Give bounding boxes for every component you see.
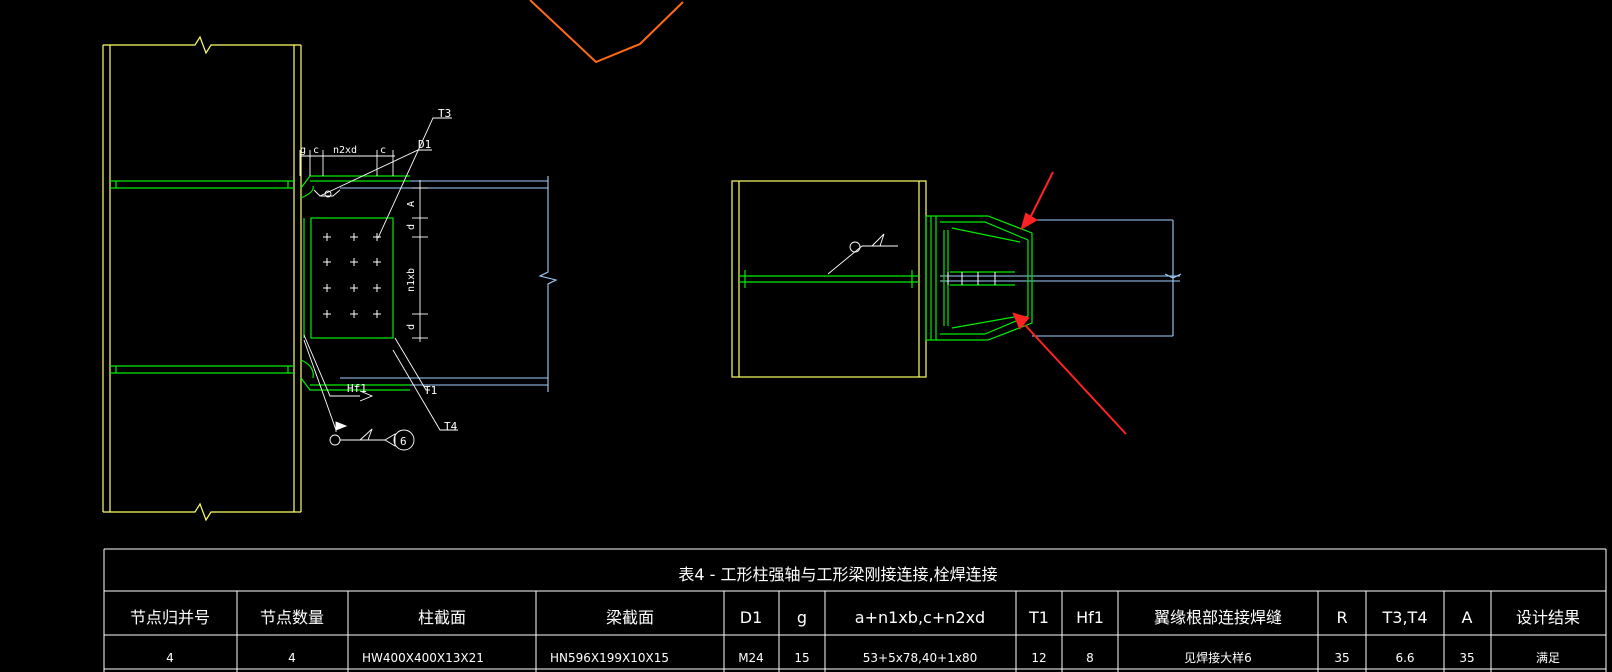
header-cell: g [797, 608, 807, 627]
table-cell: 4 [166, 651, 174, 665]
label-t3: T3 [438, 107, 451, 120]
dimension-lines [299, 117, 458, 451]
label-n2xd: n2xd [333, 145, 357, 156]
table-header-row: 节点归并号 节点数量 柱截面 梁截面 D1 g a+n1xb,c+n2xd T1… [130, 608, 1580, 627]
table-row: 4 4 HW400X400X13X21 HN596X199X10X15 M24 … [166, 650, 1560, 665]
plan-bolts [947, 272, 996, 285]
header-cell: 节点数量 [260, 608, 324, 627]
label-t1: T1 [424, 384, 437, 397]
column-outline [102, 35, 302, 522]
label-d1: D1 [418, 138, 431, 151]
header-cell: Hf1 [1076, 608, 1104, 627]
plan-beam [940, 219, 1182, 337]
table-title: 表4 - 工形柱强轴与工形梁刚接连接,栓焊连接 [678, 565, 997, 584]
left-elevation-view: T3 D1 g c n2xd c A d n1xb d Hf1 T1 T4 6 [102, 35, 558, 522]
label-t4: T4 [444, 420, 458, 433]
label-c-left: c [313, 145, 319, 156]
table-cell: HN596X199X10X15 [550, 651, 669, 665]
label-hf1: Hf1 [347, 382, 367, 395]
header-cell: A [1462, 608, 1473, 627]
orange-polyline [529, 0, 684, 64]
plan-connection-plates [925, 215, 1033, 341]
label-weld-ref: 6 [400, 435, 407, 448]
header-cell: 翼缘根部连接焊缝 [1154, 608, 1282, 627]
plan-column-web [739, 270, 919, 288]
beam-outline [340, 176, 558, 392]
small-weld-symbol-top [313, 189, 341, 198]
table-cell: 12 [1031, 651, 1046, 665]
header-cell: T3,T4 [1382, 608, 1428, 627]
plan-column-outline [731, 180, 927, 378]
highlight-arrows [1012, 171, 1127, 435]
header-cell: 梁截面 [606, 608, 654, 627]
right-plan-view [731, 171, 1182, 435]
table-cell: 见焊接大样6 [1184, 650, 1252, 665]
table-cell: 4 [288, 651, 296, 665]
header-cell: T1 [1028, 608, 1049, 627]
column-stiffeners [110, 180, 294, 374]
label-d-bottom: d [406, 324, 417, 330]
header-cell: R [1336, 608, 1347, 627]
header-cell: D1 [740, 608, 763, 627]
label-d-top: d [406, 224, 417, 230]
connection-plates [300, 175, 410, 391]
result-table: 表4 - 工形柱强轴与工形梁刚接连接,栓焊连接 节点归并号 节点数量 柱截面 梁… [103, 548, 1607, 672]
header-cell: 设计结果 [1516, 608, 1580, 627]
header-cell: a+n1xb,c+n2xd [855, 608, 985, 627]
label-a-dim: A [406, 201, 417, 207]
table-cell: 15 [794, 651, 809, 665]
table-cell: 35 [1334, 651, 1349, 665]
table-cell: 35 [1459, 651, 1474, 665]
bolt-group [323, 233, 381, 318]
label-n1xb: n1xb [406, 268, 417, 292]
table-cell: HW400X400X13X21 [362, 651, 484, 665]
table-cell: 6.6 [1395, 651, 1414, 665]
label-g: g [300, 145, 306, 156]
table-cell: M24 [738, 651, 764, 665]
header-cell: 节点归并号 [130, 608, 210, 627]
table-cell: 53+5x78,40+1x80 [863, 651, 977, 665]
table-cell: 满足 [1536, 651, 1560, 665]
table-cell: 8 [1086, 651, 1094, 665]
plan-weld-symbol [827, 233, 898, 275]
header-cell: 柱截面 [418, 608, 466, 627]
label-c-right: c [380, 145, 386, 156]
